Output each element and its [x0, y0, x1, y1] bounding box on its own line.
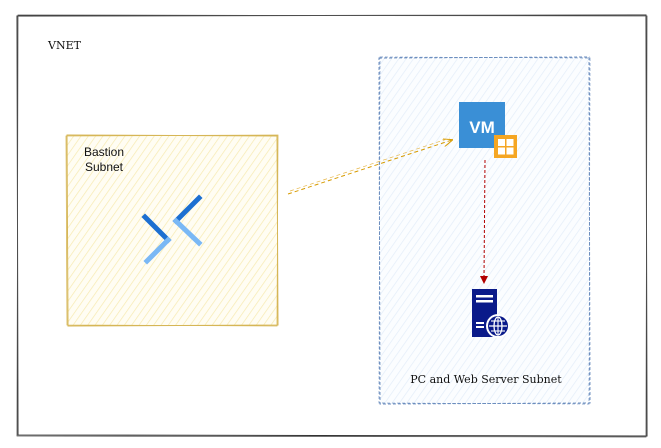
server-subnet-label: PC and Web Server Subnet [410, 373, 562, 386]
bastion-subnet-label-line2: Subnet [85, 160, 124, 174]
vm-icon: VM [459, 102, 517, 158]
windows-icon [494, 135, 517, 158]
vm-label: VM [469, 118, 495, 137]
connection-vm-to-server [480, 159, 488, 284]
globe-icon [486, 314, 510, 338]
web-server-icon [472, 289, 510, 338]
bastion-subnet-label-line1: Bastion [84, 145, 124, 159]
connection-bastion-to-vm [287, 137, 452, 195]
vnet-label: VNET [47, 39, 82, 52]
bastion-subnet-container [65, 134, 279, 327]
bastion-icon [141, 194, 203, 265]
